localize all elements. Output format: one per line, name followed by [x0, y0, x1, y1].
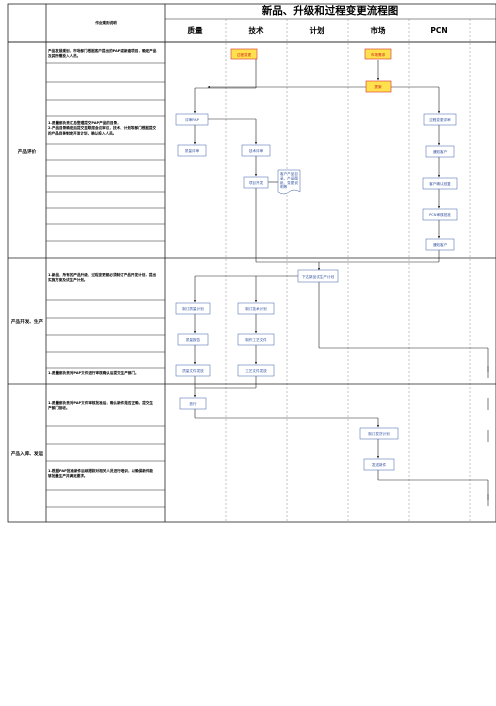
svg-text:放行: 放行	[189, 401, 197, 406]
note-grid	[46, 62, 165, 508]
box-proposal: 提案	[365, 80, 392, 93]
phase-label-ship: 产品入库、发运	[11, 450, 44, 457]
svg-text:过程变更: 过程变更	[237, 52, 252, 57]
svg-text:制订质量计划: 制订质量计划	[182, 306, 204, 311]
svg-text:制订技术计划: 制订技术计划	[245, 306, 267, 311]
svg-text:通知客户: 通知客户	[433, 149, 448, 154]
box-tech-doc: 制作工艺文件	[237, 333, 275, 346]
svg-text:工艺文件发放: 工艺文件发放	[245, 368, 267, 373]
svg-text:制订发货计划: 制订发货计划	[368, 431, 390, 436]
svg-text:客户确认回复: 客户确认回复	[429, 181, 451, 186]
box-document: 客户产品目录、产品图纸、变更说明等	[277, 169, 301, 195]
frame	[7, 3, 496, 523]
box-pcn-approve: PCN审核批准	[422, 208, 458, 221]
svg-text:发送新件: 发送新件	[372, 462, 387, 467]
svg-text:质量评审: 质量评审	[185, 148, 200, 153]
note-5: 1.质量部负责对PAP文件审核批准后，确认新件是否正确，提交生产部门接收。	[48, 400, 153, 410]
lane-title-plan: 计划	[310, 25, 325, 35]
svg-text:质量报告: 质量报告	[186, 337, 201, 342]
note-2: 1.质量部负责汇总整理提交PAP产品的目录，2.产品目录确定后提交至联席会议审议…	[48, 120, 156, 135]
lane-title-quality: 质量	[188, 25, 203, 35]
page-title: 新品、升级和过程变更流程图	[262, 4, 399, 17]
box-notify-reply: 客户确认回复	[422, 177, 458, 190]
box-quality-report: 质量报告	[177, 333, 209, 346]
svg-text:技术评审: 技术评审	[249, 148, 264, 153]
lane-title-tech: 技术	[249, 25, 264, 35]
svg-text:提案: 提案	[374, 84, 382, 89]
svg-text:通知客户: 通知客户	[433, 242, 448, 247]
box-notify-1: 通知客户	[425, 145, 455, 158]
note-3: 1.新品、所有的产品升级、过程变更都必须制订产品开发计划，提出实施方案及试生产计…	[48, 272, 156, 282]
box-pcn-review: 过程变更评审	[423, 113, 457, 126]
box-market-req: 市场需求	[364, 48, 392, 60]
box-tech-file: 工艺文件发放	[237, 364, 275, 377]
svg-text:市场需求: 市场需求	[371, 52, 386, 57]
left-header: 作业规则说明	[95, 20, 117, 25]
svg-text:下达新品试生产计划: 下达新品试生产计划	[302, 274, 335, 279]
phase-label-dev: 产品开发、生产	[11, 318, 44, 325]
box-release: 放行	[179, 397, 207, 410]
box-ship: 发送新件	[363, 458, 395, 471]
box-quality-eval: 质量评审	[177, 144, 207, 157]
note-4: 1.质量部负责对PAP文件进行审核确认后提交生产部门。	[48, 370, 139, 375]
box-tech-eval: 技术评审	[241, 144, 271, 157]
svg-text:项目开发: 项目开发	[249, 180, 264, 185]
note-1: 产品发展规划，市场部门根据客户提出的PAP或新建项目，确定产品及其所需投入人员。	[48, 48, 157, 58]
svg-text:过程变更评审: 过程变更评审	[429, 117, 451, 122]
lane-title-market: 市场	[371, 25, 386, 35]
svg-text:客户产品目录、产品图纸、变更说明等: 客户产品目录、产品图纸、变更说明等	[280, 171, 298, 189]
box-quality-plan: 制订质量计划	[175, 302, 211, 315]
note-6: 1.根据PAP批准新件后续跟踪对相关人员进行培训，以确保新件能够批量生产并满足要…	[47, 468, 153, 478]
svg-text:PCN审核批准: PCN审核批准	[429, 212, 451, 217]
phase-label-eval: 产品评价	[18, 148, 37, 155]
svg-text:评审PAP: 评审PAP	[185, 117, 200, 122]
box-tech-plan: 制订技术计划	[237, 302, 275, 315]
box-tech-change: 过程变更	[230, 48, 258, 60]
box-trial-plan: 下达新品试生产计划	[297, 269, 339, 283]
lane-title-pcn: PCN	[430, 26, 447, 35]
box-quality-file: 质量文件发放	[175, 364, 211, 377]
box-review-pap: 评审PAP	[175, 113, 209, 126]
box-ship-plan: 制订发货计划	[359, 427, 399, 440]
connectors	[193, 56, 489, 500]
svg-text:制作工艺文件: 制作工艺文件	[245, 337, 267, 342]
box-notify-2: 通知客户	[425, 238, 455, 251]
box-project: 项目开发	[243, 176, 269, 189]
svg-text:质量文件发放: 质量文件发放	[182, 368, 204, 373]
